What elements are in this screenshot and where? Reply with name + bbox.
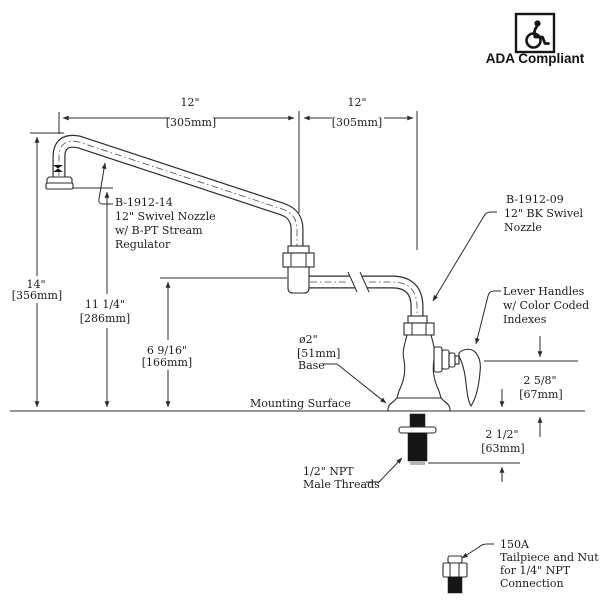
shank-end-cap: [410, 461, 425, 465]
dim-handle-drop-metric: [67mm]: [519, 388, 562, 401]
dim-outlet-height-primary: 11 1/4": [85, 298, 125, 311]
base-flare: [387, 397, 451, 412]
right-nozzle-callout-line2: 12" BK Swivel: [504, 207, 584, 220]
base-callout-line1: ø2": [299, 333, 318, 346]
threaded-shank: [398, 413, 437, 465]
dim-arm-height-primary: 6 9/16": [147, 344, 187, 357]
dim-reach-left-primary: 12": [180, 96, 199, 109]
right-nozzle-callout-line1: B-1912-09: [506, 193, 564, 206]
dimension-text: 12" [305mm] 12" [305mm] 14" [356mm] 11 1…: [12, 96, 563, 455]
tailpiece-callout-line4: Connection: [500, 577, 564, 590]
shank-washer: [398, 426, 437, 434]
stream-regulator-nozzle: [45, 165, 74, 190]
pipe-break-gap: [348, 271, 369, 293]
npt-callout-line1: 1/2" NPT: [303, 465, 354, 478]
dim-overall-height-metric: [356mm]: [12, 289, 62, 302]
upper-nozzle-callout-line1: B-1912-14: [115, 196, 173, 209]
dim-reach-right-primary: 12": [347, 96, 366, 109]
lever-callout-line2: w/ Color Coded: [503, 299, 589, 312]
base-callout-line3: Base: [298, 359, 325, 372]
upper-nozzle-callout-line3: w/ B-PT Stream: [115, 224, 203, 237]
wheelchair-icon: [525, 20, 550, 49]
valve-and-handle: [433, 346, 481, 408]
faucet-body: [387, 334, 451, 412]
swing-joint: [282, 245, 315, 294]
dim-shank-length-metric: [63mm]: [481, 442, 524, 455]
lever-leader: [475, 290, 501, 345]
tailpiece-part: [442, 555, 468, 594]
right-nozzle-leader: [432, 211, 497, 302]
mounting-surface-label: Mounting Surface: [250, 397, 351, 410]
tailpiece-callout-line2: Tailpiece and Nut: [500, 551, 599, 564]
lever-handle: [458, 348, 481, 408]
pipe-break-cut: [359, 271, 370, 293]
lever-callout-line1: Lever Handles: [503, 285, 585, 298]
body-coupling-nut: [403, 315, 435, 336]
leader-lines: [98, 162, 501, 559]
dim-arm-height-metric: [166mm]: [142, 356, 192, 369]
ada-compliant-label: ADA Compliant: [486, 51, 585, 66]
dim-shank-length-primary: 2 1/2": [485, 428, 518, 441]
lower-arm-tube: [309, 271, 424, 320]
dim-outlet-height-metric: [286mm]: [80, 312, 130, 325]
tailpiece-leader: [461, 543, 494, 559]
base-leader: [323, 363, 387, 404]
npt-callout-line2: Male Threads: [303, 478, 380, 491]
pipe-break-cut: [347, 271, 358, 293]
tailpiece-callout-line3: for 1/4" NPT: [500, 564, 571, 577]
ada-badge: ADA Compliant: [486, 12, 585, 66]
upper-nozzle-callout-line4: Regulator: [115, 238, 171, 251]
dim-overall-height-primary: 14": [26, 278, 45, 291]
npt-leader: [366, 457, 403, 483]
lever-callout-line3: Indexes: [503, 313, 547, 326]
dim-reach-right-metric: [305mm]: [332, 116, 382, 129]
right-nozzle-callout-line3: Nozzle: [504, 221, 542, 234]
faucet-drawing: [45, 134, 481, 594]
dimension-lines: [34, 115, 543, 482]
upper-nozzle-leader: [98, 162, 113, 205]
dim-handle-drop-primary: 2 5/8": [523, 374, 556, 387]
dim-reach-left-metric: [305mm]: [166, 116, 216, 129]
upper-spout-tube: [52, 134, 304, 248]
tailpiece-callout-line1: 150A: [500, 538, 530, 551]
upper-nozzle-callout-line2: 12" Swivel Nozzle: [115, 210, 216, 223]
base-callout-line2: [51mm]: [297, 347, 340, 360]
regulator-mark: [53, 165, 63, 172]
callout-text: B-1912-14 12" Swivel Nozzle w/ B-PT Stre…: [115, 193, 599, 590]
